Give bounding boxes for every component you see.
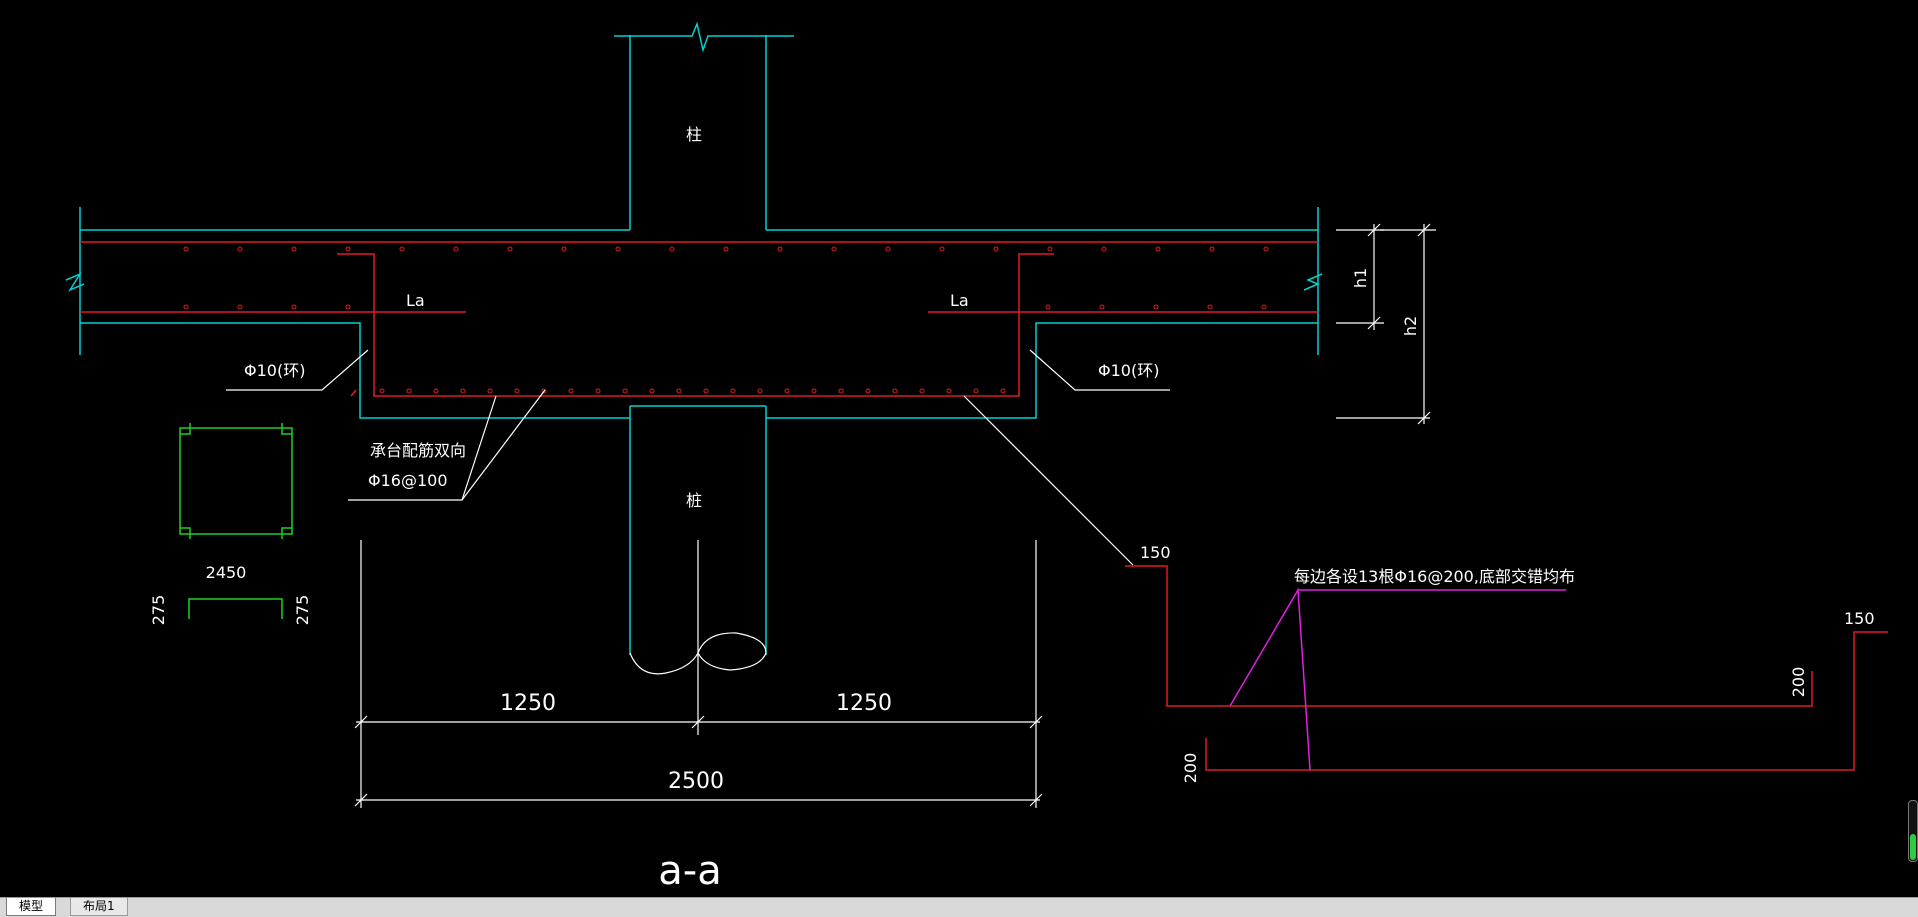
rebar-dot <box>1099 304 1105 310</box>
rebar-dot <box>1045 304 1051 310</box>
dim-half-left: 1250 <box>500 691 556 716</box>
rebar <box>80 241 1318 397</box>
rebar-dot <box>784 388 790 394</box>
rebar-dot <box>649 388 655 394</box>
rebar-dot <box>1101 246 1107 252</box>
rebar-dot <box>865 388 871 394</box>
rebar-dot <box>946 388 952 394</box>
stirrup-width-label: 2450 <box>206 563 247 582</box>
rebar-dot <box>1155 246 1161 252</box>
stirrup-leg-left-label: 275 <box>149 595 168 626</box>
bar-dim-150-left: 150 <box>1140 543 1171 562</box>
rebar-dot <box>1263 246 1269 252</box>
h2-label: h2 <box>1401 316 1420 336</box>
h1-label: h1 <box>1351 268 1370 288</box>
rebar-dot <box>973 388 979 394</box>
rebar-dot <box>676 388 682 394</box>
rebar-dot <box>237 246 243 252</box>
rebar-dot <box>1261 304 1267 310</box>
bar-shape-detail <box>1125 565 1888 771</box>
la-right-label: La <box>950 291 969 310</box>
rebar-dot <box>1047 246 1053 252</box>
rebar-dot <box>892 388 898 394</box>
rebar-dot <box>885 246 891 252</box>
tab-layout1[interactable]: 布局1 <box>70 898 128 916</box>
dim-total: 2500 <box>668 769 724 794</box>
rebar-dot <box>730 388 736 394</box>
rebar-dot <box>993 246 999 252</box>
rebar-dot <box>183 246 189 252</box>
rebar-dot <box>622 388 628 394</box>
rebar-dot <box>399 246 405 252</box>
scroll-indicator[interactable] <box>1908 800 1918 862</box>
rebar-dot <box>939 246 945 252</box>
stirrup-leg-right-label: 275 <box>293 595 312 626</box>
rebar-dot <box>757 388 763 394</box>
rebar-dot <box>777 246 783 252</box>
leaders-and-dims <box>226 223 1436 808</box>
cap-rebar-line1: 承台配筋双向 <box>370 441 466 460</box>
concrete-outline <box>65 21 1323 655</box>
bar-dim-150-right: 150 <box>1844 609 1875 628</box>
bar-dim-200-left: 200 <box>1181 753 1200 784</box>
rebar-dot <box>919 388 925 394</box>
rebar-dot <box>291 304 297 310</box>
rebar-dot <box>1207 304 1213 310</box>
rebar-dot <box>345 304 351 310</box>
rebar-dot <box>237 304 243 310</box>
cad-drawing-canvas[interactable]: 柱 桩 La La Φ10(环) Φ10(环) 承台配筋双向 Φ16@100 h… <box>0 0 1918 897</box>
rebar-dot <box>1000 388 1006 394</box>
rebar-dot <box>811 388 817 394</box>
rebar-dot <box>595 388 601 394</box>
pile-label: 桩 <box>686 491 702 510</box>
rebar-dot <box>379 388 385 394</box>
stirrup-detail <box>179 423 293 619</box>
rebar-dot <box>703 388 709 394</box>
rebar-dot <box>723 246 729 252</box>
column-label: 柱 <box>686 125 702 144</box>
rebar-dot <box>487 388 493 394</box>
rebar-dot <box>1209 246 1215 252</box>
pile-outline <box>629 540 767 735</box>
bar-dim-200-right: 200 <box>1789 667 1808 698</box>
dim-half-right: 1250 <box>836 691 892 716</box>
tab-model[interactable]: 模型 <box>6 898 57 916</box>
rebar-dots <box>183 246 1269 394</box>
rebar-dot <box>345 246 351 252</box>
rebar-dot <box>507 246 513 252</box>
rebar-dot <box>568 388 574 394</box>
rebar-dot <box>1153 304 1159 310</box>
rebar-dot <box>838 388 844 394</box>
rebar-dot <box>291 246 297 252</box>
rebar-dot <box>615 246 621 252</box>
rebar-dot <box>433 388 439 394</box>
cap-rebar-line2: Φ16@100 <box>368 471 448 490</box>
drawing-text: 柱 桩 La La Φ10(环) Φ10(环) 承台配筋双向 Φ16@100 h… <box>149 125 1875 894</box>
la-left-label: La <box>406 291 425 310</box>
bar-note: 每边各设13根Φ16@200,底部交错均布 <box>1294 567 1575 586</box>
rebar-dot <box>453 246 459 252</box>
layout-tab-bar: 模型 布局1 <box>0 897 1918 917</box>
rebar-dot <box>669 246 675 252</box>
stirrup-left-label: Φ10(环) <box>244 361 305 380</box>
rebar-dot <box>541 388 547 394</box>
scroll-indicator-fill <box>1910 834 1916 860</box>
rebar-dot <box>406 388 412 394</box>
rebar-dot <box>514 388 520 394</box>
rebar-dot <box>183 304 189 310</box>
section-title: a-a <box>658 848 721 894</box>
stirrup-right-label: Φ10(环) <box>1098 361 1159 380</box>
rebar-dot <box>460 388 466 394</box>
rebar-dot <box>831 246 837 252</box>
rebar-dot <box>561 246 567 252</box>
